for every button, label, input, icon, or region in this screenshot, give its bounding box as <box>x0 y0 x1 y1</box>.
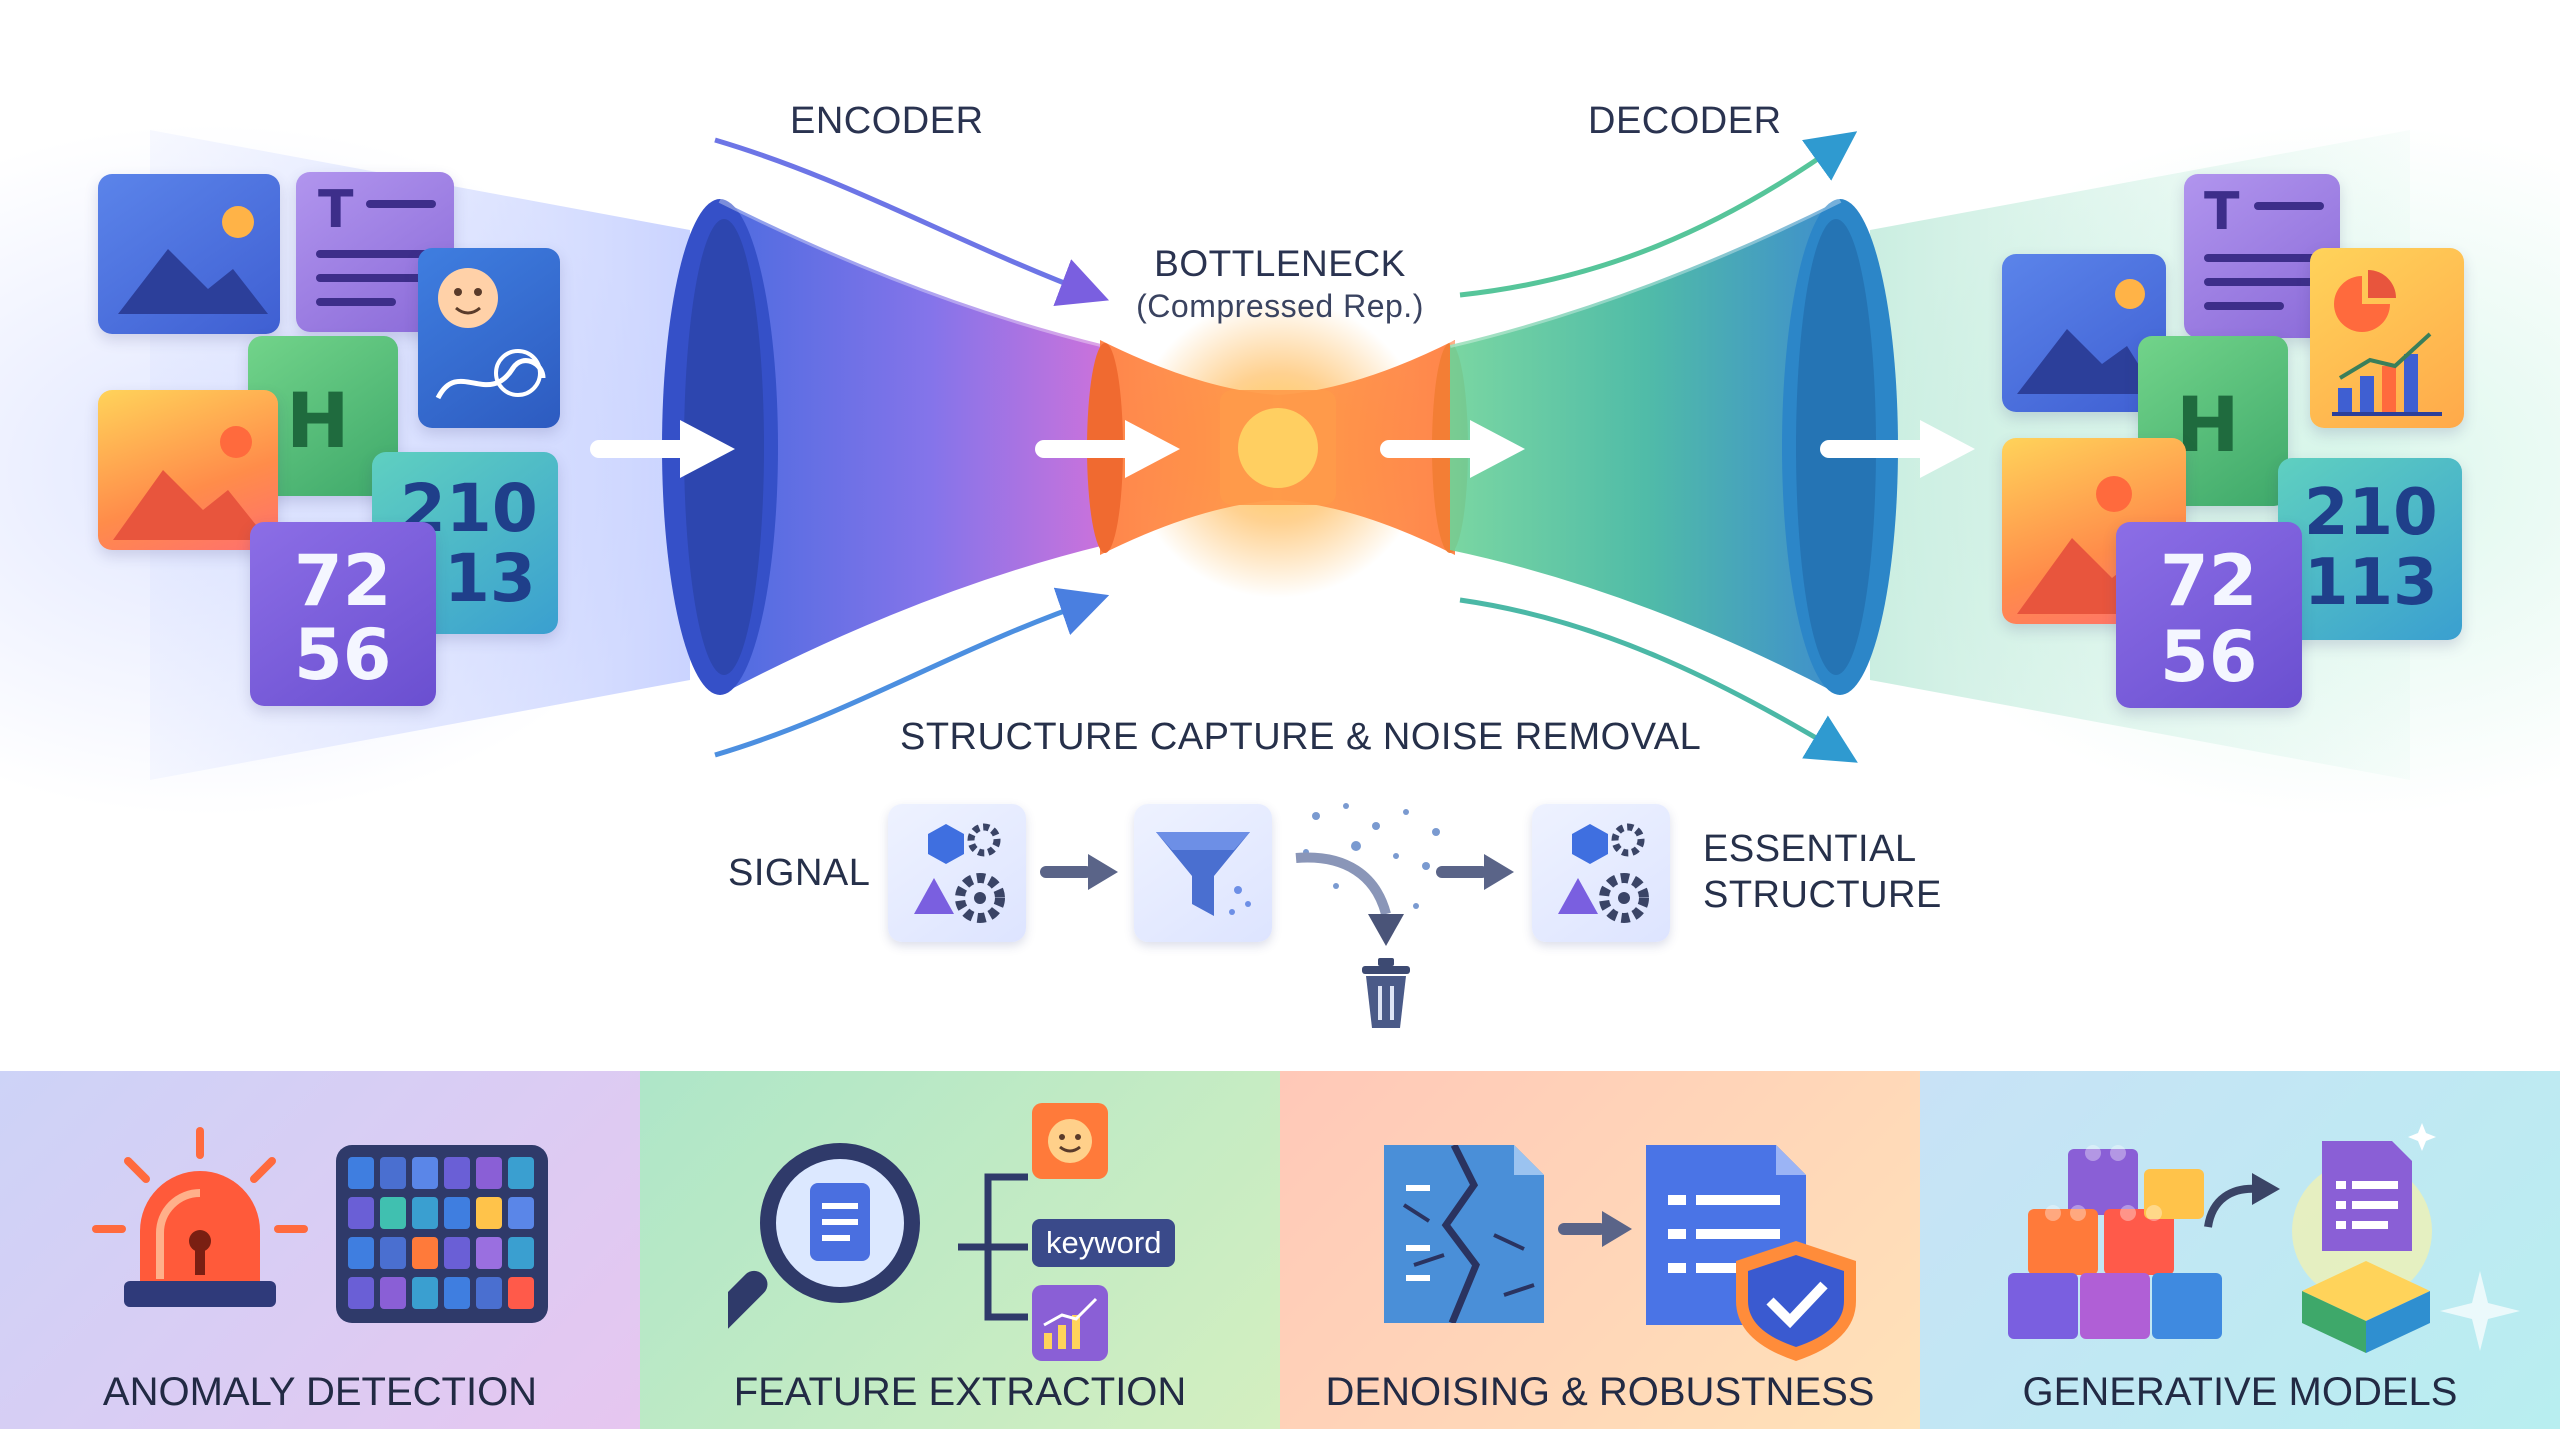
number-13: 13 <box>444 540 536 617</box>
output-numbers-tile-a: 210 113 <box>2278 458 2462 640</box>
text-letter: T <box>318 180 354 240</box>
heatmap-cell <box>348 1197 374 1229</box>
blocks-icon <box>2008 1145 2222 1339</box>
panel-generative-models: GENERATIVE MODELS <box>1920 1071 2560 1429</box>
panel-denoising-robustness: DENOISING & ROBUSTNESS <box>1280 1071 1920 1429</box>
heatmap-cell <box>508 1277 534 1309</box>
output-numbers-tile-b: 72 56 <box>2116 522 2302 708</box>
heatmap-cell <box>508 1197 534 1229</box>
input-face-tile <box>418 248 560 428</box>
process-arrow-denoise <box>1558 1211 1632 1247</box>
noise-removal-icon <box>1295 803 1440 1028</box>
number-113: 113 <box>2304 546 2438 620</box>
encoder-arrow-top <box>714 137 1110 306</box>
process-title: STRUCTURE CAPTURE & NOISE REMOVAL <box>900 716 1702 758</box>
signal-box <box>888 804 1026 942</box>
chart-icon <box>1032 1285 1108 1361</box>
heatmap-cell <box>380 1237 406 1269</box>
heatmap-cell <box>348 1277 374 1309</box>
trash-icon <box>1362 958 1410 1028</box>
shapes-gears-icon <box>914 823 1005 923</box>
number-56: 56 <box>2160 616 2258 698</box>
number-72: 72 <box>294 540 392 622</box>
essential-structure-label: ESSENTIAL STRUCTURE <box>1703 826 1942 918</box>
magnifier-document-icon <box>728 1143 920 1338</box>
process-arrow-1 <box>1040 854 1118 890</box>
h-letter: H <box>286 376 350 465</box>
heatmap-cell <box>444 1237 470 1269</box>
input-numbers-tile-b: 72 56 <box>250 522 436 706</box>
generated-document-icon <box>2292 1123 2436 1353</box>
panel-label-generative: GENERATIVE MODELS <box>2022 1370 2458 1414</box>
heatmap-cell <box>508 1157 534 1189</box>
chart-icon <box>2332 270 2442 416</box>
keyword-tag: keyword <box>1032 1219 1176 1267</box>
document-icon <box>1646 1145 1856 1361</box>
heatmap-cell <box>444 1157 470 1189</box>
heatmap-cell <box>348 1237 374 1269</box>
heatmap-cell <box>476 1157 502 1189</box>
h-letter: H <box>2176 380 2240 469</box>
bottleneck-subtitle: (Compressed Rep.) <box>1136 288 1424 324</box>
text-lines-icon <box>2204 202 2324 310</box>
sunset-landscape-icon <box>113 426 268 540</box>
smiley-icon <box>1032 1103 1108 1179</box>
input-image-tile <box>98 174 280 334</box>
panel-label-anomaly: ANOMALY DETECTION <box>102 1370 538 1414</box>
sparkle-icon <box>2440 1271 2520 1351</box>
essential-label-line1: ESSENTIAL <box>1703 828 1917 870</box>
heatmap-cell <box>380 1197 406 1229</box>
heatmap-cell <box>412 1157 438 1189</box>
input-sunset-tile <box>98 390 278 550</box>
heatmap-cell <box>508 1237 534 1269</box>
number-210: 210 <box>2304 476 2438 550</box>
alarm-icon <box>92 1127 308 1307</box>
heatmap-cell <box>380 1157 406 1189</box>
heatmap-cell <box>380 1277 406 1309</box>
shapes-gears-icon <box>1558 823 1649 923</box>
essential-structure-box <box>1532 804 1670 942</box>
heatmap-cell <box>444 1277 470 1309</box>
heatmap-cell <box>412 1277 438 1309</box>
heatmap-cell <box>412 1197 438 1229</box>
text-letter: T <box>2204 182 2240 242</box>
process-arrow-2 <box>1436 854 1514 890</box>
flow-arrows <box>590 420 1975 478</box>
heatmap-cell <box>348 1157 374 1189</box>
filter-box <box>1134 804 1272 942</box>
heatmap-cell <box>412 1237 438 1269</box>
panel-anomaly-detection: ANOMALY DETECTION <box>0 1071 640 1429</box>
decoder-label: DECODER <box>1588 100 1782 142</box>
number-72: 72 <box>2160 540 2258 622</box>
encoder-arrow-bottom <box>714 587 1110 758</box>
branch-lines <box>958 1173 1028 1321</box>
heatmap-cell <box>444 1197 470 1229</box>
panel-feature-extraction: keyword FEATURE EXTRACTION <box>640 1071 1280 1429</box>
decoder-arrow-top <box>1459 131 1858 298</box>
panel-label-feature: FEATURE EXTRACTION <box>733 1370 1187 1414</box>
heatmap-cell <box>476 1277 502 1309</box>
cracked-image-icon <box>1384 1145 1544 1323</box>
text-lines-icon <box>316 200 436 306</box>
panel-label-denoise: DENOISING & ROBUSTNESS <box>1325 1370 1875 1414</box>
essential-label-line2: STRUCTURE <box>1703 874 1942 916</box>
encoder-label: ENCODER <box>790 100 984 142</box>
bottleneck-title: BOTTLENECK <box>1154 243 1406 284</box>
signal-label: SIGNAL <box>728 852 871 894</box>
curved-arrow-icon <box>2204 1173 2280 1228</box>
number-56: 56 <box>294 614 392 696</box>
decoder-arrow-bottom <box>1459 597 1858 763</box>
smiley-icon <box>435 268 546 400</box>
heatmap-cell <box>476 1237 502 1269</box>
heatmap-cell <box>476 1197 502 1229</box>
shield-check-icon <box>1736 1241 1856 1361</box>
output-chart-tile <box>2310 248 2464 428</box>
landscape-icon <box>118 206 268 314</box>
landscape-icon <box>2017 279 2157 394</box>
funnel-filter-icon <box>1156 832 1251 916</box>
